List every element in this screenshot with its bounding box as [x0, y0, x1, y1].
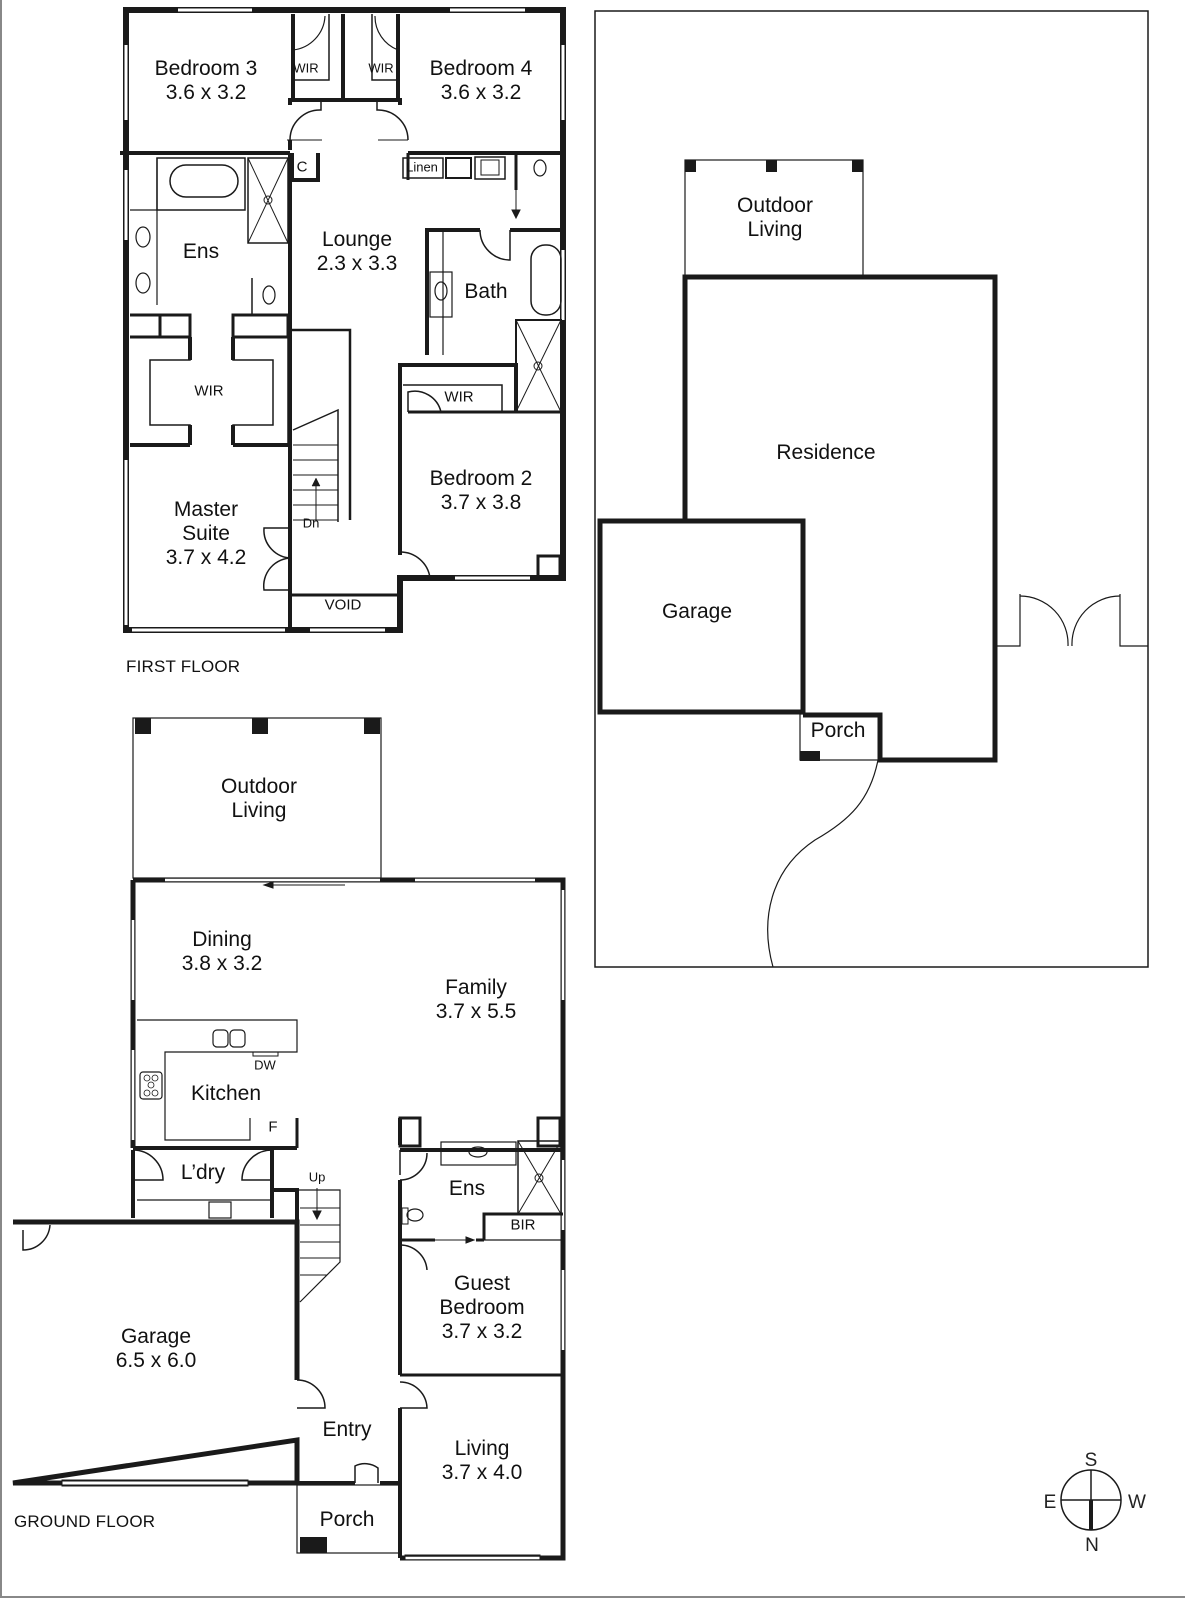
room-name: WIR: [194, 382, 224, 400]
room-name: Bath: [464, 280, 508, 303]
room-laundry: L’dry: [181, 1161, 225, 1185]
compass-north-label: N: [1085, 1535, 1099, 1556]
room-name: Kitchen: [190, 1082, 262, 1105]
room-family: Family 3.7 x 5.5: [436, 976, 517, 1024]
room-linen: Linen: [406, 160, 438, 175]
room-size: 3.6 x 3.2: [165, 81, 247, 104]
room-name: Porch: [319, 1508, 375, 1531]
room-name: Living: [454, 1437, 510, 1460]
room-name: Bedroom 3: [154, 57, 258, 80]
room-bedroom-2-wir: WIR: [444, 389, 473, 406]
ground-floor-title: GROUND FLOOR: [14, 1512, 156, 1531]
appliance-label: DW: [254, 1057, 276, 1073]
room-name: L’dry: [180, 1161, 226, 1184]
fridge-label: F: [268, 1119, 277, 1136]
first-floor-title: FIRST FLOOR: [126, 657, 241, 676]
room-name: C: [296, 158, 308, 176]
room-name: Garage: [120, 1325, 192, 1348]
room-name: Bedroom 2: [429, 467, 533, 490]
room-name: Lounge: [321, 228, 393, 251]
room-name: Family: [445, 976, 507, 999]
room-name: Entry: [322, 1418, 372, 1441]
room-size: 3.7 x 4.0: [441, 1461, 523, 1484]
room-size: 3.7 x 5.5: [435, 1000, 517, 1023]
room-name: Ens: [182, 240, 220, 263]
room-bedroom-3-wir: WIR: [293, 61, 318, 76]
room-entry: Entry: [322, 1418, 371, 1442]
room-kitchen: Kitchen: [191, 1082, 261, 1106]
stairs-up-label: Up: [309, 1170, 326, 1185]
room-name: BIR: [510, 1216, 536, 1234]
room-size: 2.3 x 3.3: [316, 252, 398, 275]
room-master-wir: WIR: [194, 383, 223, 400]
room-name-line2: Living: [231, 799, 287, 822]
room-size: 3.7 x 3.2: [441, 1320, 523, 1343]
site-residence: Residence: [776, 441, 875, 465]
site-porch: Porch: [811, 719, 866, 743]
stairs-label: Up: [308, 1169, 326, 1185]
compass-west-label: W: [1128, 1492, 1146, 1513]
room-size: 3.7 x 4.2: [165, 546, 247, 569]
site-outdoor-living: Outdoor Living: [737, 194, 813, 242]
room-name: WIR: [444, 388, 474, 406]
area-name: Porch: [810, 719, 866, 742]
room-name: Master: [173, 498, 239, 521]
room-name: Dining: [192, 928, 252, 951]
compass-south-label: S: [1084, 1450, 1098, 1471]
room-garage: Garage 6.5 x 6.0: [116, 1325, 197, 1373]
room-name: Guest: [453, 1272, 511, 1295]
room-bath: Bath: [464, 280, 507, 304]
room-size: 3.8 x 3.2: [181, 952, 263, 975]
room-size: 3.6 x 3.2: [440, 81, 522, 104]
stairs-label: Dn: [302, 515, 320, 531]
room-lounge: Lounge 2.3 x 3.3: [317, 228, 398, 276]
site-plan-drawing: [594, 10, 1149, 968]
compass-rose: [1060, 1469, 1122, 1531]
room-name: WIR: [368, 60, 394, 76]
room-ensuite: Ens: [183, 240, 219, 264]
compass-east-label: E: [1043, 1492, 1057, 1513]
first-floor-walls: [120, 7, 566, 633]
room-name: Outdoor: [221, 775, 297, 798]
appliance-label: F: [268, 1118, 278, 1136]
room-name: Linen: [406, 159, 438, 175]
room-dining: Dining 3.8 x 3.2: [182, 928, 263, 976]
stairs-down-label: Dn: [303, 516, 320, 531]
room-void: VOID: [325, 597, 362, 614]
area-name: Garage: [661, 600, 733, 623]
room-name: Bedroom 4: [429, 57, 533, 80]
area-name: Outdoor: [737, 194, 813, 217]
room-bedroom-4-wir: WIR: [368, 61, 393, 76]
area-name: Residence: [776, 441, 876, 464]
room-living: Living 3.7 x 4.0: [442, 1437, 523, 1485]
room-cupboard: C: [297, 159, 308, 176]
room-name: Ens: [448, 1177, 486, 1200]
room-bedroom-2: Bedroom 2 3.7 x 3.8: [430, 467, 533, 515]
area-name-line2: Living: [747, 218, 803, 241]
room-bir: BIR: [510, 1217, 535, 1234]
room-outdoor-living: Outdoor Living: [221, 775, 297, 823]
room-size: 6.5 x 6.0: [115, 1349, 197, 1372]
room-bedroom-3: Bedroom 3 3.6 x 3.2: [155, 57, 258, 105]
room-ground-ensuite: Ens: [449, 1177, 485, 1201]
room-guest-bedroom: Guest Bedroom 3.7 x 3.2: [439, 1272, 524, 1344]
room-master-suite: Master Suite 3.7 x 4.2: [166, 498, 247, 570]
room-name-line2: Bedroom: [439, 1296, 525, 1319]
site-garage: Garage: [662, 600, 732, 624]
ground-floor-walls: [12, 717, 566, 1561]
room-name: WIR: [293, 60, 319, 76]
room-bedroom-4: Bedroom 4 3.6 x 3.2: [430, 57, 533, 105]
room-name-line2: Suite: [182, 522, 230, 545]
room-name: VOID: [324, 596, 362, 614]
dishwasher-label: DW: [254, 1058, 276, 1073]
room-porch: Porch: [320, 1508, 375, 1532]
room-size: 3.7 x 3.8: [440, 491, 522, 514]
